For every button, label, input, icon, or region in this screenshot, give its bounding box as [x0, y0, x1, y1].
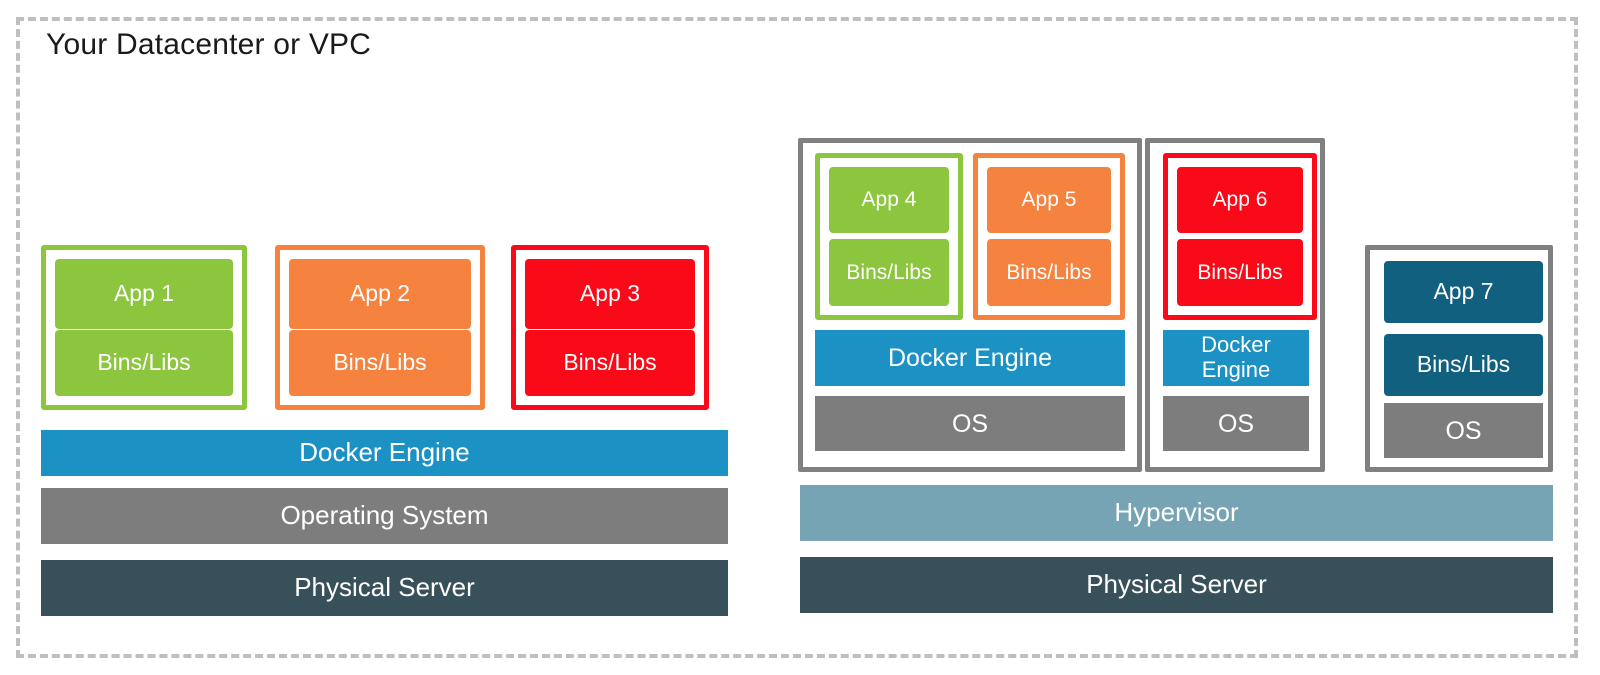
right-stack: App 4 Bins/Libs App 5 Bins/Libs Docker E…	[784, 138, 1556, 615]
container-app-6[interactable]: App 6 Bins/Libs	[1163, 153, 1317, 320]
container-app-3[interactable]: App 3 Bins/Libs	[511, 245, 709, 410]
app-4-block[interactable]: App 4	[829, 167, 949, 233]
app-2-block[interactable]: App 2	[289, 259, 471, 329]
app-7-bins-libs-block[interactable]: Bins/Libs	[1384, 334, 1543, 396]
container-app-2[interactable]: App 2 Bins/Libs	[275, 245, 485, 410]
app-2-bins-libs-block[interactable]: Bins/Libs	[289, 330, 471, 396]
virtual-machine-3[interactable]: App 7 Bins/Libs OS	[1365, 245, 1553, 472]
hypervisor-bar[interactable]: Hypervisor	[800, 485, 1553, 541]
virtual-machine-2[interactable]: App 6 Bins/Libs Docker Engine OS	[1145, 138, 1325, 472]
vm-1-docker-engine-bar[interactable]: Docker Engine	[815, 330, 1125, 386]
vm-3-os-bar[interactable]: OS	[1384, 403, 1543, 458]
vm-2-os-bar[interactable]: OS	[1163, 396, 1309, 451]
right-physical-server-bar[interactable]: Physical Server	[800, 557, 1553, 613]
app-1-bins-libs-block[interactable]: Bins/Libs	[55, 330, 233, 396]
app-4-bins-libs-block[interactable]: Bins/Libs	[829, 239, 949, 306]
left-docker-engine-bar[interactable]: Docker Engine	[41, 430, 728, 476]
left-operating-system-bar[interactable]: Operating System	[41, 488, 728, 544]
app-3-bins-libs-block[interactable]: Bins/Libs	[525, 330, 695, 396]
app-3-block[interactable]: App 3	[525, 259, 695, 329]
container-app-4[interactable]: App 4 Bins/Libs	[815, 153, 963, 320]
app-6-block[interactable]: App 6	[1177, 167, 1303, 233]
virtual-machine-1[interactable]: App 4 Bins/Libs App 5 Bins/Libs Docker E…	[798, 138, 1142, 472]
vm-1-os-bar[interactable]: OS	[815, 396, 1125, 451]
app-1-block[interactable]: App 1	[55, 259, 233, 329]
page-title: Your Datacenter or VPC	[46, 28, 372, 61]
app-5-block[interactable]: App 5	[987, 167, 1111, 233]
app-6-bins-libs-block[interactable]: Bins/Libs	[1177, 239, 1303, 306]
datacenter-boundary	[16, 17, 1578, 658]
app-7-block[interactable]: App 7	[1384, 261, 1543, 323]
container-app-1[interactable]: App 1 Bins/Libs	[41, 245, 247, 410]
left-physical-server-bar[interactable]: Physical Server	[41, 560, 728, 616]
vm-2-docker-engine-bar[interactable]: Docker Engine	[1163, 330, 1309, 386]
left-stack: App 1 Bins/Libs App 2 Bins/Libs App 3 Bi…	[41, 245, 728, 616]
app-5-bins-libs-block[interactable]: Bins/Libs	[987, 239, 1111, 306]
container-app-5[interactable]: App 5 Bins/Libs	[973, 153, 1125, 320]
